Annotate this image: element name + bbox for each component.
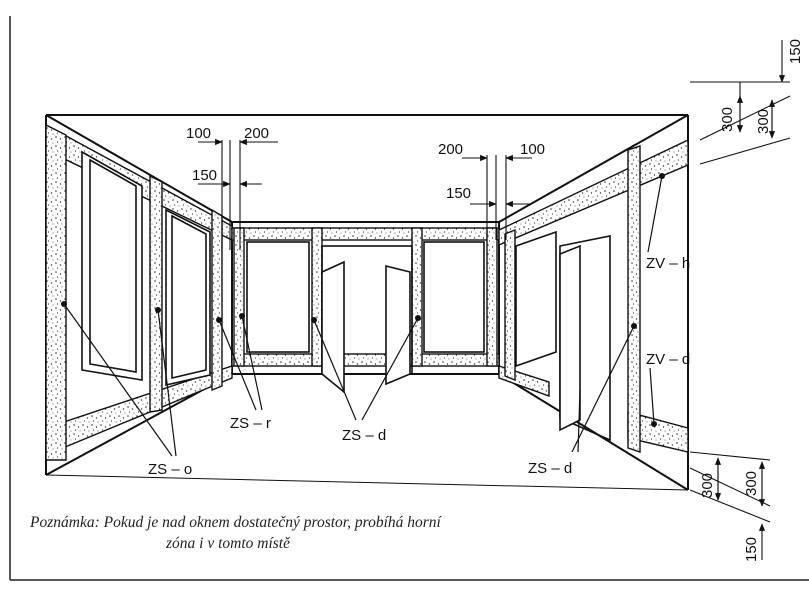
- left-door-vertical-zone: [149, 174, 163, 413]
- back-window-right: [423, 241, 485, 353]
- dim-150-left: 150: [192, 167, 217, 184]
- back-vertical-zone-mid2: [411, 227, 423, 367]
- dim-300-top-b: 300: [755, 109, 772, 134]
- label-zv-h: ZV – h: [646, 255, 690, 272]
- right-window: [515, 230, 557, 368]
- dim-300-bottom-a: 300: [699, 473, 716, 498]
- back-vertical-zone-right: [486, 227, 498, 367]
- leader-lines: [63, 175, 663, 457]
- label-zs-o: ZS – o: [148, 461, 192, 478]
- label-zs-d-center: ZS – d: [342, 427, 386, 444]
- windows: [81, 150, 557, 387]
- note-line-1: Poznámka: Pokud je nad oknem dostatečný …: [30, 514, 441, 531]
- dimension-values: 100 200 150 200 100 150 150 300 300 300 …: [186, 39, 804, 562]
- right-inner-vertical-zone: [504, 228, 516, 382]
- back-window-left: [246, 241, 310, 353]
- dim-200-left: 200: [244, 125, 269, 142]
- back-top-zone: [231, 227, 500, 241]
- right-top-zone: [498, 138, 689, 247]
- label-zv-d: ZV – d: [646, 351, 690, 368]
- label-zs-r: ZS – r: [230, 415, 271, 432]
- dim-200-right: 200: [438, 141, 463, 158]
- left-corner-vertical-zone: [45, 123, 67, 461]
- back-vertical-zone-left: [233, 227, 245, 367]
- note-line-2: zóna i v tomto místě: [166, 535, 290, 552]
- left-window-2: [165, 208, 211, 387]
- left-window-2-inner: [171, 214, 207, 380]
- right-corner-vertical-zone: [627, 145, 641, 453]
- dim-150-top: 150: [787, 39, 804, 64]
- dim-150-bottom: 150: [743, 537, 760, 562]
- dim-150-right: 150: [446, 185, 471, 202]
- back-door-left-leaf: [321, 260, 345, 394]
- right-door-leaf: [559, 244, 581, 432]
- doors: [321, 235, 611, 442]
- label-zs-d-right: ZS – d: [528, 460, 572, 477]
- dim-100-left: 100: [186, 125, 211, 142]
- back-door-right-leaf: [385, 264, 411, 386]
- frame: [9, 16, 809, 581]
- left-window-1: [81, 150, 143, 381]
- left-window-1-inner: [89, 158, 137, 373]
- back-bottom-zone: [231, 353, 500, 367]
- back-vertical-zone-mid1: [311, 227, 323, 367]
- dim-100-right: 100: [520, 141, 545, 158]
- diagram-note: Poznámka: Pokud je nad oknem dostatečný …: [30, 512, 630, 554]
- left-inner-vertical-zone: [211, 208, 223, 392]
- dim-300-top-a: 300: [719, 107, 736, 132]
- zone-labels: ZS – o ZS – r ZS – d ZS – d ZV – h ZV – …: [148, 255, 690, 478]
- dim-300-bottom-b: 300: [743, 471, 760, 496]
- dimension-lines: [198, 40, 791, 560]
